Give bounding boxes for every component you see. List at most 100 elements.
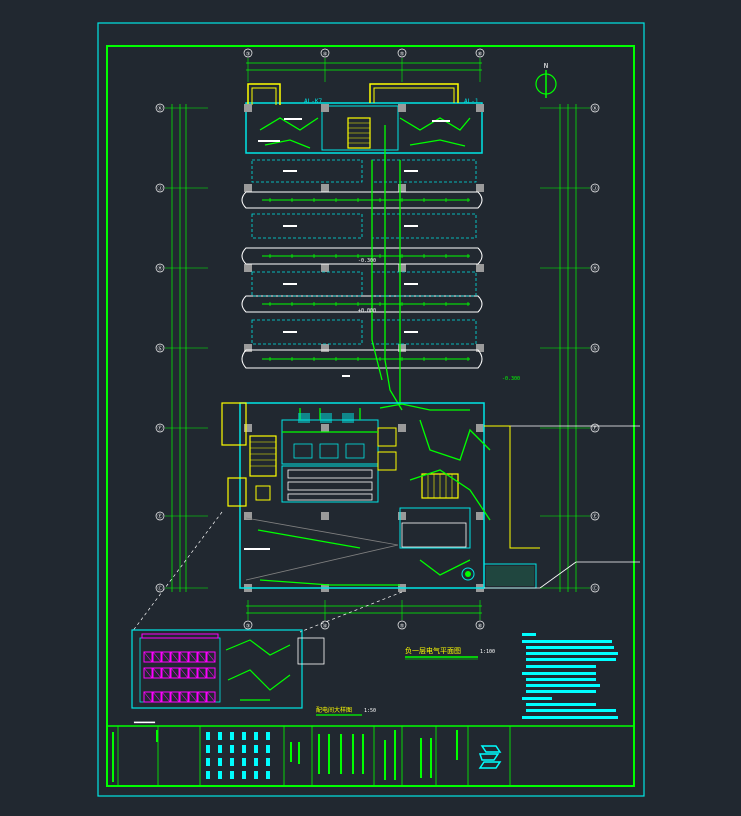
parking-area — [241, 104, 484, 592]
axis-bubble-left — [155, 183, 165, 193]
stall-tag — [404, 225, 418, 227]
axis-bubble-bottom — [397, 620, 407, 630]
main-drawing-title: 负一层电气平面图 1:100 — [405, 646, 495, 660]
note-line — [522, 640, 612, 643]
busbar — [141, 633, 219, 639]
switchboard-mark — [170, 651, 180, 663]
structural-column — [476, 344, 484, 352]
level-mark-3: +0.000 — [358, 308, 376, 314]
title-block-text — [298, 742, 300, 764]
title-block-entry — [254, 758, 258, 766]
title-block-text — [394, 730, 396, 780]
structural-column — [398, 344, 406, 352]
title-block-text — [352, 734, 354, 774]
switchboard-panel — [170, 651, 180, 663]
switchboard-mark — [152, 667, 162, 679]
title-block-text — [328, 734, 330, 774]
stair-outline-right — [369, 83, 459, 103]
title-block-entry — [242, 771, 246, 779]
drive-aisle — [241, 191, 483, 209]
switchboard-mark — [152, 651, 162, 663]
axis-bubble-right — [590, 423, 600, 433]
title-block-entry — [266, 758, 270, 766]
switchboard-panel — [161, 651, 171, 663]
title-block-text — [290, 742, 292, 762]
axis-bubble-right — [590, 511, 600, 521]
switchboard-mark — [170, 667, 180, 679]
axis-label-left: Ⓗ — [157, 265, 162, 272]
title-block-entry — [206, 758, 210, 766]
switchboard-mark — [197, 691, 207, 703]
stall-tag — [283, 170, 297, 172]
level-mark-1: -0.300 — [502, 376, 520, 382]
note-line — [522, 633, 536, 636]
parking-stall-right — [371, 271, 477, 297]
structural-column — [244, 344, 252, 352]
axis-label-right: Ⓖ — [592, 345, 597, 352]
structural-column — [244, 264, 252, 272]
switchboard-mark — [179, 691, 189, 703]
room-tag-top-right: AL-1 — [464, 98, 479, 105]
drive-aisle — [241, 247, 483, 265]
inset-switchboards — [141, 633, 219, 703]
inset-detail: ▂▂▂▂▂▂▂ — [131, 629, 325, 724]
structural-column — [244, 512, 252, 520]
title-block-entry — [206, 745, 210, 753]
structural-column — [398, 104, 406, 112]
switchboard-panel — [179, 651, 189, 663]
title-block-entry — [230, 732, 234, 740]
parking-stall-right — [371, 319, 477, 345]
switchboard-panel — [152, 651, 162, 663]
title-block-entry — [218, 745, 222, 753]
title-block-entry — [230, 771, 234, 779]
axis-label-right: Ⓗ — [592, 265, 597, 272]
switchboard-panel — [143, 667, 153, 679]
title-block-entry — [206, 732, 210, 740]
axis-bubble-bottom — [320, 620, 330, 630]
inset-title-scale: 1:50 — [364, 708, 376, 714]
stall-tag — [404, 170, 418, 172]
structural-column — [398, 512, 406, 520]
axis-label-right: Ⓒ — [592, 585, 597, 592]
note-line — [526, 684, 600, 687]
title-block-text — [430, 738, 432, 778]
stall-tag — [404, 331, 418, 333]
structural-column — [244, 184, 252, 192]
axis-label-left: Ⓚ — [157, 105, 162, 112]
switchboard-mark — [206, 667, 216, 679]
axis-label-right: Ⓕ — [592, 425, 597, 432]
title-block-entry — [254, 771, 258, 779]
axis-label-left: Ⓔ — [157, 513, 162, 520]
axis-label-right: Ⓙ — [592, 185, 597, 192]
switchboard-mark — [179, 651, 189, 663]
switchboard-panel — [206, 651, 216, 663]
structural-column — [398, 264, 406, 272]
axis-label-top: ④ — [323, 52, 328, 58]
axis-label-top: ⑥ — [478, 52, 483, 58]
structural-column — [321, 264, 329, 272]
axis-bubble-bottom — [243, 620, 253, 630]
switchboard-mark — [161, 651, 171, 663]
note-line — [526, 646, 614, 649]
axis-bubble-left — [155, 263, 165, 273]
title-block-entry — [266, 745, 270, 753]
structural-column — [321, 104, 329, 112]
axis-bubble-right — [590, 343, 600, 353]
switchboard-panel — [179, 667, 189, 679]
title-block-entry — [254, 732, 258, 740]
note-line — [526, 703, 596, 706]
switchboard-mark — [143, 651, 153, 663]
note-line — [526, 678, 596, 681]
axis-bubble-top — [475, 48, 485, 58]
switchboard-panel — [206, 667, 216, 679]
switchboard-panel — [188, 691, 198, 703]
title-block-entry — [266, 771, 270, 779]
structural-column — [476, 264, 484, 272]
note-line — [526, 709, 616, 712]
axis-label-top: ⑤ — [400, 52, 405, 58]
design-notes — [522, 633, 618, 719]
axis-label-right: Ⓚ — [592, 105, 597, 112]
